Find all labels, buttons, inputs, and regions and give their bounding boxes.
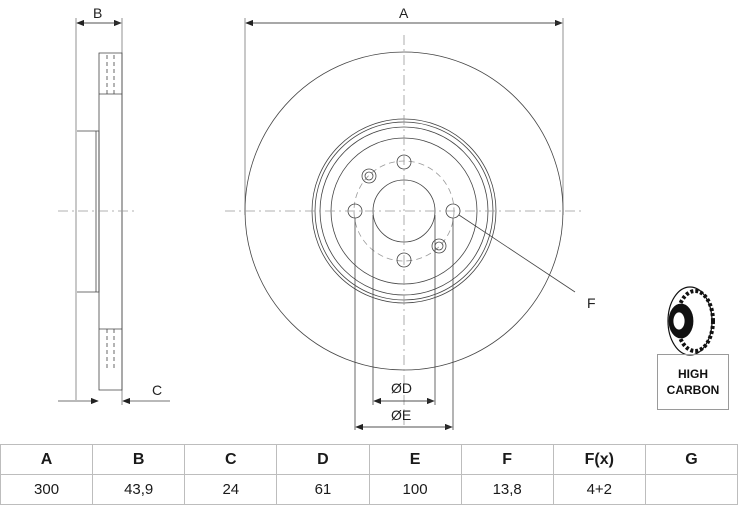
value-g <box>644 474 738 505</box>
header-d: D <box>276 444 370 475</box>
spec-value-row: 300 43,9 24 61 100 13,8 4+2 <box>0 474 738 505</box>
side-view <box>58 18 170 405</box>
label-c: C <box>152 382 162 398</box>
header-f: F <box>460 444 554 475</box>
header-c: C <box>184 444 278 475</box>
label-f: F <box>587 295 596 311</box>
badge-line-2: CARBON <box>666 383 720 397</box>
value-d: 61 <box>276 474 370 505</box>
header-b: B <box>92 444 186 475</box>
value-a: 300 <box>0 474 94 505</box>
value-e: 100 <box>368 474 462 505</box>
value-fx: 4+2 <box>552 474 646 505</box>
header-a: A <box>0 444 94 475</box>
header-e: E <box>368 444 462 475</box>
header-g: G <box>644 444 738 475</box>
spec-table: A B C D E F F(x) G 300 43,9 24 61 100 13… <box>0 444 738 505</box>
brake-disc-icon <box>667 286 715 356</box>
spec-header-row: A B C D E F F(x) G <box>0 444 738 475</box>
label-oe: ØE <box>391 407 411 423</box>
high-carbon-badge: HIGH CARBON <box>657 354 729 410</box>
header-fx: F(x) <box>552 444 646 475</box>
label-od: ØD <box>391 380 412 396</box>
technical-drawing: B C A F ØD ØE <box>58 5 715 431</box>
value-c: 24 <box>184 474 278 505</box>
label-a: A <box>399 5 409 21</box>
label-b: B <box>93 5 102 21</box>
badge-line-1: HIGH <box>678 367 708 381</box>
value-f: 13,8 <box>460 474 554 505</box>
front-view <box>225 18 585 431</box>
value-b: 43,9 <box>92 474 186 505</box>
